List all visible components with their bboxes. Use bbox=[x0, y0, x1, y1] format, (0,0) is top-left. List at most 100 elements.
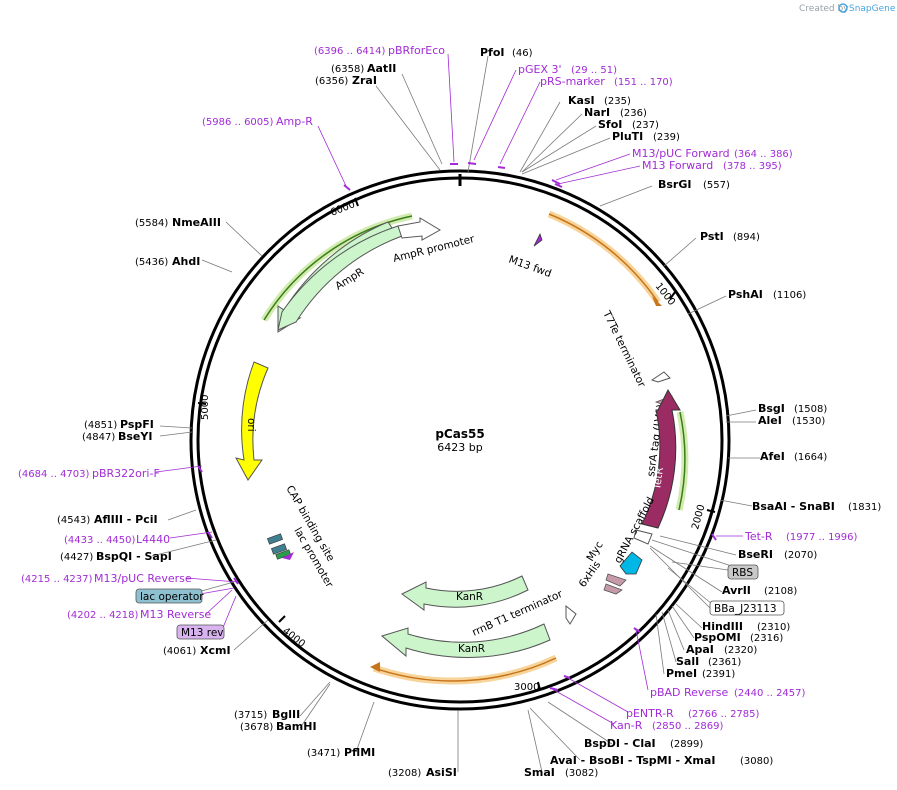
green-region-right-line bbox=[678, 411, 686, 511]
primer-m13-forward-pos: (378 .. 395) bbox=[723, 161, 782, 172]
enzyme-nari-pos: (236) bbox=[620, 108, 647, 119]
lac-operator-box bbox=[135, 588, 203, 604]
primer-amp-r-pos: (5986 .. 6005) bbox=[202, 117, 274, 128]
primer-marks bbox=[197, 162, 717, 691]
primer-m13-puc-forward-pos: (364 .. 386) bbox=[734, 149, 793, 160]
enzyme-kasi: KasI bbox=[568, 94, 595, 107]
tick-5000 bbox=[197, 402, 207, 405]
primer-tet-r-pos: (1977 .. 1996) bbox=[786, 532, 858, 543]
myc-label: Myc bbox=[584, 539, 605, 563]
kanr-lower-arrow bbox=[380, 623, 551, 658]
primer-m13-reverse: M13 Reverse bbox=[140, 608, 211, 621]
primer-prs-marker: pRS-marker bbox=[540, 75, 605, 88]
primer-labels: pBRforEco (6396 .. 6414) pGEX 3' (29 .. … bbox=[18, 44, 858, 732]
enzyme-bsaai-snabi: BsaAI - SnaBI bbox=[752, 500, 835, 513]
enzyme-xcmi-pos: (4061) bbox=[163, 646, 196, 657]
lac-operator-icon bbox=[271, 543, 287, 555]
rrnb-terminator-icon bbox=[565, 604, 577, 625]
enzyme-bseyi-pos: (4847) bbox=[82, 432, 115, 443]
primer-m13-puc-reverse-pos: (4215 .. 4237) bbox=[21, 574, 93, 585]
m13-rev-label: M13 rev bbox=[181, 627, 224, 639]
watermark-prefix: Created by bbox=[799, 4, 849, 14]
enzyme-bspdi-clai: BspDI - ClaI bbox=[584, 737, 656, 750]
enzyme-bglii: BglII bbox=[272, 708, 300, 721]
enzyme-ahdi-pos: (5436) bbox=[135, 257, 168, 268]
m13-rev-arrow bbox=[282, 552, 294, 560]
enzyme-nmeaiii-pos: (5584) bbox=[135, 218, 168, 229]
primer-m13-puc-reverse: M13/pUC Reverse bbox=[94, 572, 192, 585]
enzyme-kasi-pos: (235) bbox=[604, 96, 631, 107]
tick-1000 bbox=[669, 291, 676, 300]
enzyme-aatii-pos: (6358) bbox=[331, 64, 364, 75]
primer-kan-r-pos: (2850 .. 2869) bbox=[652, 721, 724, 732]
grna-scaffold-icon bbox=[633, 529, 653, 545]
enzyme-ahdi: AhdI bbox=[172, 255, 200, 268]
enzyme-aatii: AatII bbox=[367, 62, 396, 75]
primer-m13-reverse-pos: (4202 .. 4218) bbox=[67, 610, 139, 621]
primer-m13-forward: M13 Forward bbox=[642, 159, 713, 172]
tick-3000 bbox=[537, 681, 541, 691]
enzyme-smai-pos: (3082) bbox=[565, 768, 598, 779]
enzyme-bsgi-pos: (1508) bbox=[794, 404, 827, 415]
6xhis-icon bbox=[605, 573, 627, 587]
t7te-terminator-icon bbox=[650, 371, 671, 383]
primer-pbad-reverse: pBAD Reverse bbox=[650, 686, 728, 699]
primer-l4440: L4440 bbox=[136, 533, 170, 546]
tick-label-4000: 4000 bbox=[280, 626, 307, 650]
enzyme-apai: ApaI bbox=[686, 643, 714, 656]
enzyme-bspdi-clai-pos: (2899) bbox=[670, 739, 703, 750]
green-region-left-line bbox=[263, 215, 413, 321]
enzyme-pspomi-pos: (2316) bbox=[750, 633, 783, 644]
enzyme-leader-lines bbox=[151, 55, 760, 773]
enzyme-pspfi-pos: (4851) bbox=[84, 420, 117, 431]
primer-pbrforeco: pBRforEco bbox=[388, 44, 445, 57]
enzyme-psti: PstI bbox=[700, 230, 724, 243]
enzyme-hindiii: HindIII bbox=[702, 620, 743, 633]
cap-site-icon bbox=[267, 533, 283, 545]
primer-pgex3: pGEX 3' bbox=[518, 63, 562, 76]
myc-tag-icon bbox=[619, 551, 643, 575]
primer-pbr322ori-f: pBR322ori-F bbox=[92, 467, 160, 480]
enzyme-smai: SmaI bbox=[524, 766, 555, 779]
kanr-upper-arrow bbox=[401, 575, 529, 611]
enzyme-avrii: AvrII bbox=[722, 584, 751, 597]
enzyme-bsrgi: BsrGI bbox=[658, 178, 691, 191]
enzyme-pluti: PluTI bbox=[612, 130, 643, 143]
enzyme-pmei-pos: (2391) bbox=[702, 669, 735, 680]
ampr-promoter-arrow bbox=[397, 217, 441, 241]
enzyme-pfoi-pos: (46) bbox=[512, 48, 533, 59]
tick-4000 bbox=[278, 615, 286, 623]
primer-pbrforeco-pos: (6396 .. 6414) bbox=[314, 46, 386, 57]
orange-region-bottom-arrow bbox=[370, 662, 380, 672]
enzyme-asisi: AsiSI bbox=[426, 766, 457, 779]
enzyme-bspqi-sapi: BspQI - SapI bbox=[96, 550, 172, 563]
enzyme-alei: AleI bbox=[758, 414, 782, 427]
plasmid-size: 6423 bp bbox=[437, 441, 482, 454]
enzyme-zrai-pos: (6356) bbox=[315, 76, 348, 87]
enzyme-asisi-pos: (3208) bbox=[388, 768, 421, 779]
primer-tet-r: Tet-R bbox=[744, 530, 773, 543]
enzyme-nmeaiii: NmeAIII bbox=[172, 216, 221, 229]
lac-promoter-icon bbox=[275, 549, 291, 560]
enzyme-sfoi: SfoI bbox=[598, 118, 622, 131]
enzyme-bsaai-snabi-pos: (1831) bbox=[848, 502, 881, 513]
enzyme-pspfi: PspFI bbox=[120, 418, 154, 431]
orange-region-top-arrow bbox=[652, 296, 662, 306]
enzyme-sali: SalI bbox=[676, 655, 699, 668]
primer-pbad-reverse-pos: (2440 .. 2457) bbox=[734, 688, 806, 699]
enzyme-pshai-pos: (1106) bbox=[773, 290, 806, 301]
enzyme-avai-group: AvaI - BsoBI - TspMI - XmaI bbox=[550, 754, 715, 767]
enzyme-alei-pos: (1530) bbox=[792, 416, 825, 427]
rbs-box bbox=[727, 564, 759, 580]
enzyme-apai-pos: (2320) bbox=[724, 645, 757, 656]
enzyme-bglii-pos: (3715) bbox=[234, 710, 267, 721]
enzyme-sali-pos: (2361) bbox=[708, 657, 741, 668]
orange-region-bottom-line bbox=[373, 657, 557, 682]
kanr-upper-label: KanR bbox=[456, 591, 483, 603]
ampr-body bbox=[277, 225, 403, 331]
snapgene-logo-icon bbox=[838, 3, 848, 13]
6xhis-label: 6xHis bbox=[577, 559, 604, 590]
bba-j23113-label: BBa_J23113 bbox=[714, 603, 777, 615]
enzyme-pflmi-pos: (3471) bbox=[307, 748, 340, 759]
